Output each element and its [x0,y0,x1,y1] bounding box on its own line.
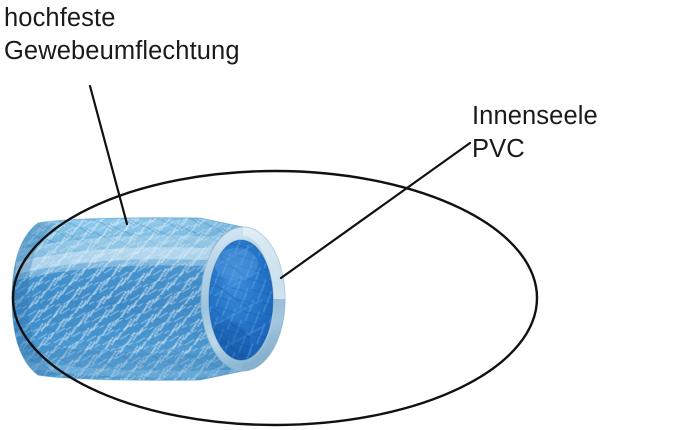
hose-left-end-shade [12,221,56,377]
hose-specular-core [16,247,243,274]
hose-specular-highlight [12,235,243,282]
core-label-line-2: PVC [472,134,525,163]
braid-label-line-2: Gewebeumflechtung [4,36,240,65]
leader-line-braid [88,84,129,226]
braid-label-line-1: hochfeste [4,4,116,32]
rim-bottom-shade [243,299,285,371]
hose-bottom-bounce [20,360,243,378]
innenseele-pvc-label: Innenseele PVC [472,100,598,165]
core-label-line-1: Innenseele [472,102,598,130]
hose-inner-core-pvc [208,239,274,361]
leader-line-core [279,141,472,280]
rim-top-highlight [243,227,285,299]
braided-pvc-hose [11,217,286,381]
magnifier-ellipse [11,169,539,427]
hochfeste-gewebeumflechtung-label: hochfeste Gewebeumflechtung [4,2,240,67]
hose-lower-shade [12,340,243,378]
